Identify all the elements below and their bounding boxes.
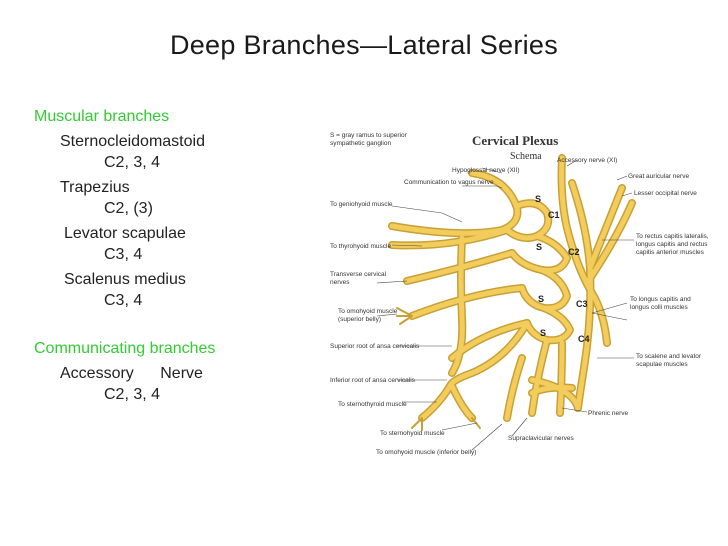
label-omohyoid-superior-2: (superior belly) [338,316,381,323]
muscle-name: Scalenus medius [64,271,186,288]
segment-c1: C1 [548,210,560,220]
muscle-segments: C3, 4 [104,246,143,263]
figure-title: Cervical Plexus [472,133,558,148]
label-accessory: Accessory nerve (XI) [557,157,617,164]
label-lesser-occipital: Lesser occipital nerve [634,190,697,197]
label-phrenic: Phrenic nerve [588,410,628,417]
label-rectus-2: longus capitis and rectus [636,241,708,248]
communicating-segments: C2, 3, 4 [104,386,161,403]
muscle-name: Levator scapulae [64,225,186,242]
muscular-branches-heading: Muscular branches [34,108,170,125]
label-sternohyoid: To sternohyoid muscle [380,430,445,437]
s-mark-4: S [540,328,546,338]
label-transverse-2: nerves [330,279,350,286]
label-supraclavicular: Supraclavicular nerves [508,435,575,442]
s-mark-1: S [535,194,541,204]
segment-c3: C3 [576,299,588,309]
nerve-artwork [388,154,636,431]
s-mark-2: S [536,242,542,252]
label-omohyoid-superior-1: To omohyoid muscle [338,308,398,315]
muscle-segments: C2, (3) [104,200,153,217]
label-sternothyroid: To sternothyroid muscle [338,401,407,408]
muscle-segments: C3, 4 [104,292,143,309]
s-mark-3: S [538,294,544,304]
label-longus-2: longus colli muscles [630,304,689,311]
label-vagus: Communication to vagus nerve [404,179,494,186]
segment-c4: C4 [578,334,590,344]
label-inferior-root: Inferior root of ansa cervicalis [330,377,416,384]
communicating-nerve-name: Accessory Nerve [60,365,203,382]
figure-subtitle: Schema [510,151,542,162]
slide-title: Deep Branches—Lateral Series [169,30,559,60]
label-geniohyoid: To geniohyoid muscle [330,201,393,208]
cervical-plexus-diagram: S = gray ramus to superior sympathetic g… [330,132,709,456]
muscle-segments: C2, 3, 4 [104,154,161,171]
legend-line-2: sympathetic ganglion [330,140,391,147]
label-thyrohyoid: To thyrohyoid muscle [330,243,391,250]
label-rectus-1: To rectus capitis lateralis, [636,233,709,240]
label-transverse-1: Transverse cervical [330,271,387,278]
muscle-name: Sternocleidomastoid [60,133,205,150]
label-omohyoid-inferior: To omohyoid muscle (inferior belly) [376,449,476,456]
label-longus-1: To longus capitis and [630,296,691,303]
legend-line-1: S = gray ramus to superior [330,132,408,139]
label-leaders [376,159,634,451]
text-column: Muscular branches Sternocleidomastoid C2… [34,106,314,405]
muscle-name: Trapezius [60,179,130,196]
label-superior-root: Superior root of ansa cervicalis [330,343,420,350]
label-scalene-2: scapulae muscles [636,361,688,368]
label-scalene-1: To scalene and levator [636,353,702,360]
label-great-auricular: Great auricular nerve [628,173,689,180]
label-rectus-3: capitis anterior muscles [636,249,705,256]
label-hypoglossal: Hypoglossal nerve (XII) [452,167,520,174]
communicating-branches-heading: Communicating branches [34,340,216,357]
segment-c2: C2 [568,247,580,257]
